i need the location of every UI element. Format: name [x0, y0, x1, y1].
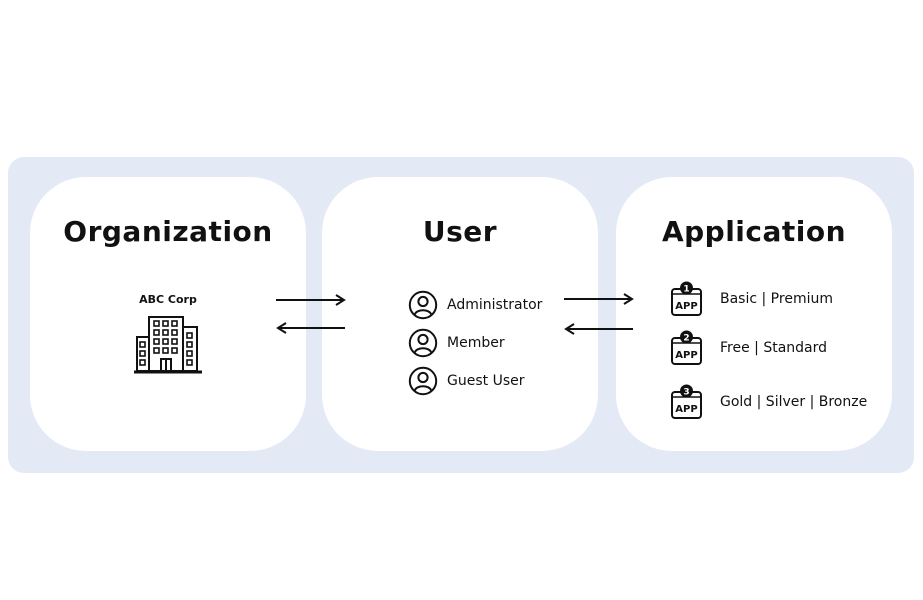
app-icon-text: APP — [675, 350, 697, 361]
organization-title: Organization — [63, 215, 273, 248]
arrow-right-icon — [564, 293, 634, 305]
organization-name: ABC Corp — [139, 293, 197, 306]
app-plans: Free | Standard — [720, 340, 828, 356]
app-item-1: APP 1 Basic | Premium — [670, 281, 833, 317]
app-plans: Basic | Premium — [720, 291, 833, 307]
app-icon: APP 1 — [671, 281, 702, 316]
person-icon — [408, 290, 438, 320]
app-icon-text: APP — [675, 404, 697, 415]
arrow-left-icon — [564, 323, 633, 335]
arrow-left-icon — [276, 322, 345, 334]
role-guest-user: Guest User — [408, 366, 524, 396]
user-app-arrows — [564, 293, 634, 335]
role-label: Member — [447, 335, 505, 351]
app-badge: 1 — [683, 285, 689, 295]
person-icon — [408, 328, 438, 358]
org-user-arrows — [276, 294, 346, 334]
app-plans: Gold | Silver | Bronze — [720, 394, 868, 410]
role-label: Guest User — [447, 373, 525, 389]
application-panel: Application APP 1 Basic | Premium APP 2 … — [616, 177, 892, 451]
app-badge: 2 — [683, 334, 689, 344]
app-item-3: APP 3 Gold | Silver | Bronze — [670, 384, 867, 420]
arrow-right-icon — [276, 294, 346, 306]
app-item-2: APP 2 Free | Standard — [670, 330, 827, 366]
role-administrator: Administrator — [408, 290, 542, 320]
app-icon-text: APP — [675, 301, 697, 312]
app-icon: APP 2 — [671, 330, 702, 365]
application-title: Application — [661, 215, 847, 248]
user-panel: User Administrator Member Guest User — [322, 177, 598, 451]
user-title: User — [422, 215, 498, 248]
person-icon — [408, 366, 438, 396]
role-member: Member — [408, 328, 505, 358]
building-icon — [134, 316, 202, 374]
role-label: Administrator — [447, 297, 543, 313]
app-badge: 3 — [683, 388, 689, 398]
app-icon: APP 3 — [671, 384, 702, 419]
organization-panel: Organization ABC Corp — [30, 177, 306, 451]
